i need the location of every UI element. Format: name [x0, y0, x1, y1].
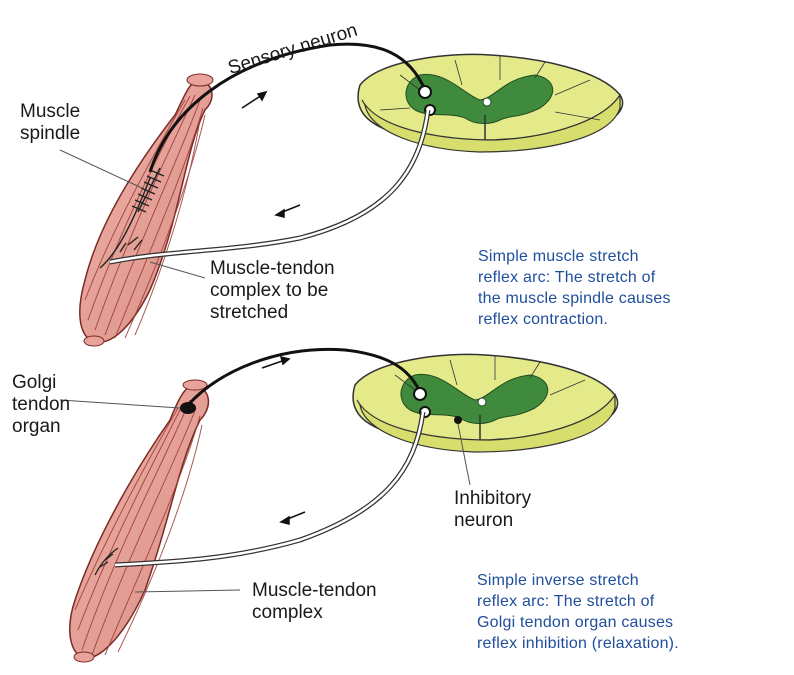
inhibitory-neuron-icon [454, 416, 462, 424]
label-muscle-tendon-top: Muscle-tendon complex to be stretched [210, 258, 335, 324]
label-golgi-tendon-organ: Golgi tendon organ [12, 372, 70, 438]
label-inhibitory-neuron: Inhibitory neuron [454, 488, 531, 532]
leader-muscle-tendon-bottom [135, 590, 240, 592]
leader-golgi [60, 400, 180, 408]
top-arrow-sensory [242, 92, 266, 108]
top-arrow-motor [276, 205, 300, 217]
top-muscle [80, 74, 213, 346]
top-spinal-cord [358, 54, 623, 152]
bottom-arrow-motor [281, 512, 305, 524]
leader-muscle-spindle [60, 150, 142, 188]
caption-top: Simple muscle stretch reflex arc: The st… [478, 246, 671, 330]
label-muscle-tendon-bottom: Muscle-tendon complex [252, 580, 377, 624]
caption-bottom: Simple inverse stretch reflex arc: The s… [477, 570, 679, 654]
bottom-muscle [70, 380, 209, 662]
bottom-spinal-cord [353, 354, 618, 452]
label-muscle-spindle: Muscle spindle [20, 101, 80, 145]
